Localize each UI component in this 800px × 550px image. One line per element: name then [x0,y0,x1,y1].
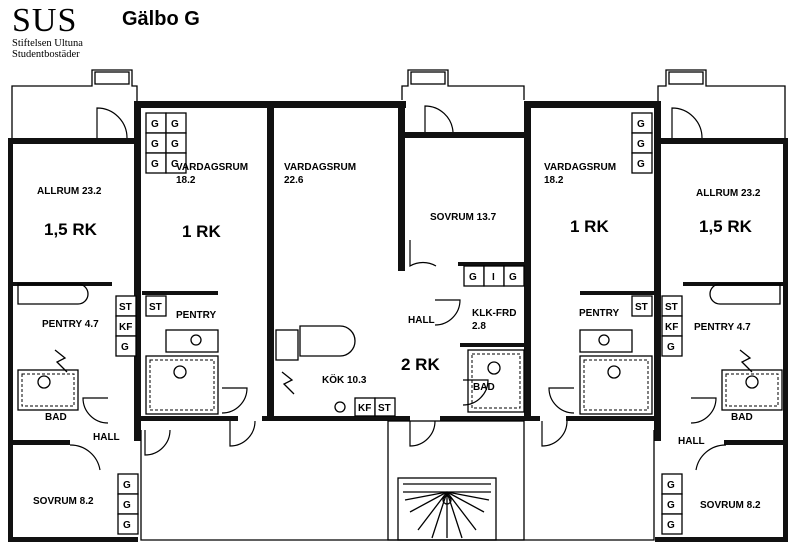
room-sovrum-right: SOVRUM 8.2 [700,500,761,511]
walls [8,101,788,542]
room-vardagsrum-c-area: 18.2 [544,175,564,186]
room-bad-left: BAD [45,412,67,423]
room-hall-mid: HALL [408,315,435,326]
g-symbol: G [509,272,517,283]
g-symbol: G [667,342,675,353]
apartment-type-a: 1 RK [182,222,221,241]
apartment-type-mid: 2 RK [401,355,440,374]
room-allrum-left: ALLRUM 23.2 [37,186,102,197]
st-symbol: ST [665,302,678,313]
g-symbol: G [171,139,179,150]
st-symbol: ST [119,302,132,313]
g-symbol: G [637,159,645,170]
room-bad-right: BAD [731,412,753,423]
room-pentry-a: PENTRY [176,310,217,321]
room-vardagsrum-b: VARDAGSRUM [284,162,356,173]
g-symbol: G [637,119,645,130]
corridor [140,420,655,541]
g-symbol: G [667,480,675,491]
room-vardagsrum-a: VARDAGSRUM [176,162,248,173]
room-klk-frd: KLK-FRD [472,308,516,319]
st-symbol: ST [149,302,162,313]
apartment-type-right: 1,5 RK [699,217,753,236]
stairs [403,483,491,539]
g-symbol: G [171,159,179,170]
g-symbol: G [667,500,675,511]
room-kok: KÖK 10.3 [322,373,367,386]
g-symbol: G [121,342,129,353]
st-symbol: ST [635,302,648,313]
balconies [11,69,786,140]
i-symbol: I [492,272,495,283]
room-vardagsrum-a-area: 18.2 [176,175,196,186]
g-symbol: G [151,139,159,150]
g-symbol: G [123,480,131,491]
cabinet-symbols: G G G G G G G G G G I G ST KF G ST S [115,112,683,535]
room-vardagsrum-c: VARDAGSRUM [544,162,616,173]
g-symbol: G [123,500,131,511]
apartment-type-c: 1 RK [570,217,609,236]
room-klk-frd-area: 2.8 [472,321,486,332]
room-hall-left: HALL [93,432,120,443]
g-symbol: G [667,520,675,531]
logo-line-1: Stiftelsen Ultuna [12,38,83,49]
room-hall-right: HALL [678,436,705,447]
kf-symbol: KF [119,322,132,333]
g-symbol: G [469,272,477,283]
doors [69,105,727,471]
room-bad-mid: BAD [473,382,495,393]
g-symbol: G [637,139,645,150]
kf-symbol: KF [358,403,371,414]
st-symbol: ST [378,403,391,414]
room-labels: ALLRUM 23.2 1,5 RK PENTRY 4.7 BAD HALL S… [33,162,761,511]
page-title: Gälbo G [122,8,200,30]
g-symbol: G [151,159,159,170]
room-vardagsrum-b-area: 22.6 [284,175,304,186]
g-symbol: G [171,119,179,130]
room-allrum-right: ALLRUM 23.2 [696,188,761,199]
room-sovrum-left: SOVRUM 8.2 [33,496,94,507]
kf-symbol: KF [665,322,678,333]
room-sovrum-mid: SOVRUM 13.7 [430,212,497,223]
fixtures [17,283,783,415]
room-pentry-right: PENTRY 4.7 [694,322,751,333]
logo-line-2: Studentbostäder [12,49,80,60]
apartment-type-left: 1,5 RK [44,220,98,239]
room-pentry-c: PENTRY [579,308,620,319]
logo-mark: SUS [12,2,78,39]
g-symbol: G [151,119,159,130]
g-symbol: G [123,520,131,531]
room-pentry-left: PENTRY 4.7 [42,319,99,330]
sus-logo: SUS Stiftelsen Ultuna Studentbostäder [12,2,112,61]
